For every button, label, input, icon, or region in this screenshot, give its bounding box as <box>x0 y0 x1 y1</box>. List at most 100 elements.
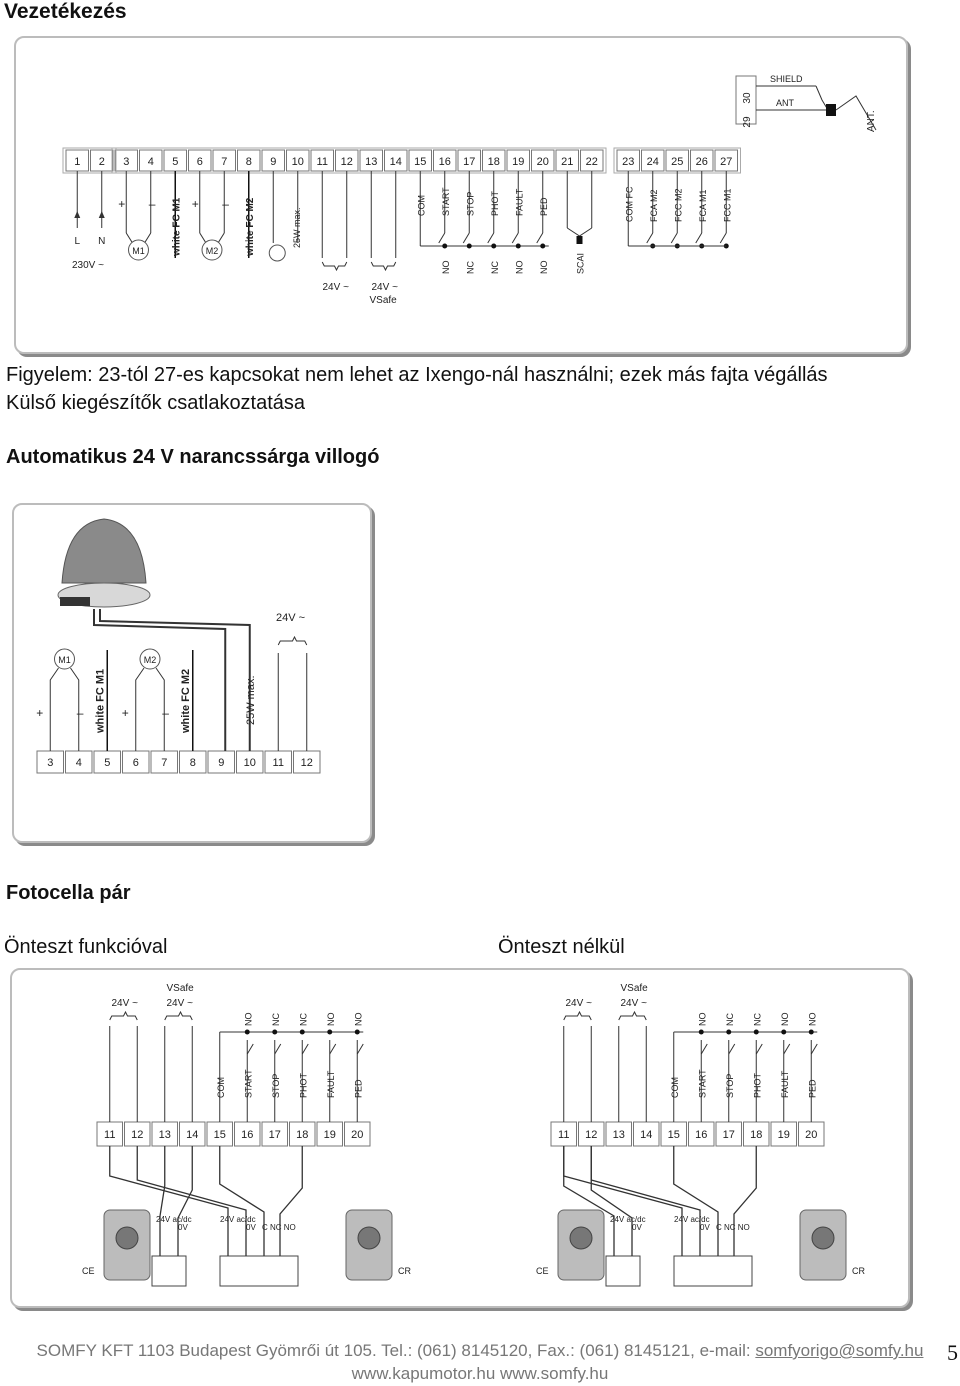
photocell-with-test-label: Önteszt funkcióval <box>4 936 168 958</box>
main-terminal-label-11: 11 <box>317 156 328 168</box>
left-input-label-COM: COM <box>216 1077 226 1098</box>
limit-contact-24 <box>646 232 654 244</box>
flasher-motor-wire-b-M2 <box>155 667 165 751</box>
limit-label-M1: white FC M1 <box>171 197 182 257</box>
right-terminal-label-18: 18 <box>750 1129 762 1141</box>
left-terminal-label-16: 16 <box>241 1129 253 1141</box>
right-terminal-label-16: 16 <box>695 1129 707 1141</box>
right-contact-dot-17 <box>726 1029 732 1035</box>
left-rx-wire-com <box>219 1146 265 1256</box>
left-p24v-brace <box>109 1010 138 1021</box>
p24v-safe-label: 24V ~ <box>372 282 399 293</box>
left-contact-dot-19 <box>327 1029 333 1035</box>
right-contact-dot-19 <box>781 1029 787 1035</box>
right-rx-supply: 24V ac/dc <box>674 1215 710 1224</box>
main-terminal-label-5: 5 <box>172 156 178 168</box>
left-contact-dot-16 <box>244 1029 250 1035</box>
contact-dot-16 <box>442 243 448 249</box>
right-rx-wire-a <box>563 1146 683 1256</box>
left-input-label-PHOT: PHOT <box>298 1072 308 1098</box>
contact-17 <box>462 232 470 244</box>
left-contact-19 <box>329 1043 337 1055</box>
main-terminal-label-7: 7 <box>221 156 227 168</box>
right-contact-type-20: NO <box>807 1013 817 1027</box>
left-contact-16 <box>246 1043 254 1055</box>
flasher-motor-M1-label: M1 <box>58 655 71 665</box>
right-terminal-label-13: 13 <box>613 1129 625 1141</box>
left-terminal-label-14: 14 <box>186 1129 198 1141</box>
right-receiver-lens <box>811 1226 835 1250</box>
contact-type-17: NC <box>465 261 475 274</box>
right-rx-wire-com <box>673 1146 719 1256</box>
main-group-mains <box>62 147 117 174</box>
right-contact-type-16: NO <box>697 1013 707 1027</box>
left-terminal-label-17: 17 <box>269 1129 281 1141</box>
left-contact-dot-18 <box>299 1029 305 1035</box>
ant-label: ANT <box>776 98 795 108</box>
flasher-terminal-label-4: 4 <box>76 757 82 769</box>
main-terminal-label-15: 15 <box>414 156 426 168</box>
antenna-label: ANT. <box>866 110 877 132</box>
motor-M2-label: M2 <box>206 246 219 256</box>
mains-label-N: N <box>98 236 105 247</box>
right-contact-17 <box>728 1043 736 1055</box>
main-terminal-label-24: 24 <box>647 156 659 168</box>
right-rx-zero: 0V <box>700 1223 710 1232</box>
main-terminal-label-8: 8 <box>246 156 252 168</box>
contact-dot-20 <box>540 243 546 249</box>
flasher-terminal-label-6: 6 <box>133 757 139 769</box>
limit-contact-26 <box>695 232 703 244</box>
contact-18 <box>487 232 495 244</box>
left-contact-type-20: NO <box>353 1013 363 1027</box>
flasher-terminal-label-8: 8 <box>190 757 196 769</box>
input-label-PHOT: PHOT <box>490 190 500 216</box>
scai-lamp <box>576 236 583 244</box>
left-vsafe-label: VSafe <box>167 983 195 994</box>
flasher-motor-minus-M1: – <box>77 706 84 720</box>
footer-contact: SOMFY KFT 1103 Budapest Gyömrői út 105. … <box>0 1341 960 1361</box>
left-rx-supply: 24V ac/dc <box>220 1215 256 1224</box>
right-terminal-16 <box>688 1121 715 1147</box>
p24v-label: 24V ~ <box>323 282 350 293</box>
input-label-START: START <box>441 187 451 216</box>
right-input-label-COM: COM <box>670 1077 680 1098</box>
right-rx-wire-phot <box>733 1146 757 1256</box>
photocell-without-test-label: Önteszt nélkül <box>498 936 625 958</box>
right-contact-20 <box>810 1043 818 1055</box>
flasher-limit-label-M1: white FC M1 <box>94 669 106 734</box>
antenna-terminal-29: 29 <box>742 116 753 128</box>
right-rx-contacts: C NC NO <box>716 1223 750 1232</box>
footer-email-link[interactable]: somfyorigo@somfy.hu <box>755 1341 924 1360</box>
left-contact-20 <box>356 1043 364 1055</box>
motor-M1 <box>128 239 149 261</box>
antenna-terminal-30: 30 <box>742 92 753 104</box>
main-terminal-label-1: 1 <box>74 156 80 168</box>
right-terminal-label-15: 15 <box>668 1129 680 1141</box>
left-input-label-STOP: STOP <box>271 1074 281 1098</box>
flasher-cable-b <box>99 609 251 751</box>
mains-arrow-L <box>74 211 81 218</box>
antenna-cable <box>835 95 877 131</box>
main-terminal-label-18: 18 <box>488 156 500 168</box>
page-title: Vezetékezés <box>4 0 127 23</box>
left-receiver-lens <box>357 1226 381 1250</box>
right-transmitter-lens <box>569 1226 593 1250</box>
right-rx-block <box>673 1255 753 1287</box>
right-terminal-13 <box>605 1121 632 1147</box>
footer-address: SOMFY KFT 1103 Budapest Gyömrői út 105. … <box>36 1341 756 1360</box>
right-contact-16 <box>700 1043 708 1055</box>
flasher-heading: Automatikus 24 V narancssárga villogó <box>6 446 380 468</box>
left-terminal-label-13: 13 <box>159 1129 171 1141</box>
main-terminal-label-13: 13 <box>365 156 377 168</box>
warning-note: Figyelem: 23-tól 27-es kapcsokat nem leh… <box>6 364 828 386</box>
main-terminal-label-25: 25 <box>671 156 683 168</box>
right-terminal-14 <box>633 1121 660 1147</box>
photocell-heading: Fotocella pár <box>6 882 131 904</box>
right-vsafe-label: VSafe <box>621 983 649 994</box>
flasher-limit-label-M2: white FC M2 <box>180 669 192 734</box>
right-input-label-START: START <box>697 1069 707 1098</box>
motor-minus-M2: – <box>222 197 229 211</box>
main-terminal-label-23: 23 <box>622 156 634 168</box>
left-terminal-label-18: 18 <box>296 1129 308 1141</box>
shield-label: SHIELD <box>770 74 803 84</box>
